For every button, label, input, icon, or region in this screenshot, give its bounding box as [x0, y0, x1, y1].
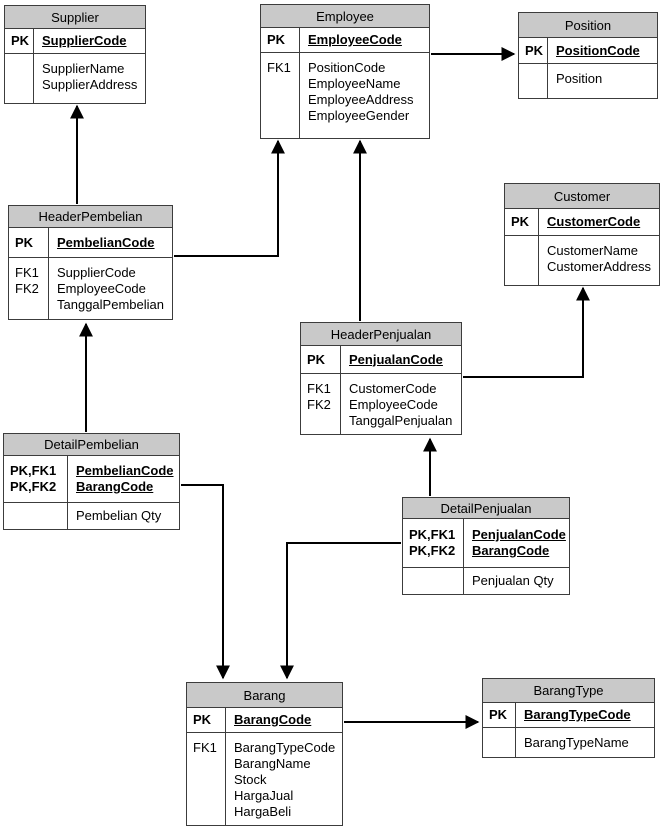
key-section: PK PositionCode — [519, 38, 657, 64]
key-name: PembelianCode — [57, 234, 155, 250]
entity-title: DetailPenjualan — [403, 498, 569, 519]
attribute: BarangName — [234, 756, 311, 771]
key-label: PK — [511, 214, 530, 229]
key-label: PK — [11, 33, 30, 48]
key-section: PK EmployeeCode — [261, 28, 429, 53]
fk-label: FK1 — [15, 265, 39, 280]
key-name: EmployeeCode — [308, 32, 402, 47]
entity-title: Position — [519, 13, 657, 38]
entity-barangtype: BarangType PK BarangTypeCode BarangTypeN… — [482, 678, 655, 758]
entity-customer: Customer PK CustomerCode CustomerName Cu… — [504, 183, 660, 286]
key-label: PK — [489, 707, 508, 722]
rel-detailpembelian-barang — [181, 484, 230, 680]
key-name: BarangTypeCode — [524, 707, 631, 722]
attribute: EmployeeGender — [308, 108, 410, 123]
entity-title: Supplier — [5, 6, 145, 29]
attribute: CustomerAddress — [547, 259, 652, 274]
attribute-section: CustomerName CustomerAddress — [505, 236, 659, 285]
rel-detailpenjualan-barang — [280, 542, 401, 680]
key-section: PK,FK1 PK,FK2 PembelianCode BarangCode — [4, 456, 179, 503]
key-label: PK — [525, 42, 544, 58]
entity-title: Employee — [261, 5, 429, 28]
fk-label: FK2 — [307, 397, 331, 412]
attribute-section: FK1 PositionCode EmployeeName EmployeeAd… — [261, 53, 429, 138]
key-section: PK PenjualanCode — [301, 346, 461, 374]
fk-label: FK1 — [193, 740, 217, 755]
attribute-section: Position — [519, 64, 657, 98]
entity-barang: Barang PK BarangCode FK1 BarangTypeCode … — [186, 682, 343, 826]
attribute: TanggalPenjualan — [349, 413, 453, 428]
entity-title: Customer — [505, 184, 659, 209]
key-label: PK — [307, 351, 326, 367]
entity-title: DetailPembelian — [4, 434, 179, 456]
key-section: PK BarangCode — [187, 708, 342, 733]
attribute: PositionCode — [308, 60, 386, 75]
key-label: PK — [15, 234, 34, 250]
entity-headerpenjualan: HeaderPenjualan PK PenjualanCode FK1 FK2… — [300, 322, 462, 435]
attribute: TanggalPembelian — [57, 297, 164, 312]
attribute: Position — [556, 71, 603, 86]
entity-detailpembelian: DetailPembelian PK,FK1 PK,FK2 PembelianC… — [3, 433, 180, 530]
attribute: EmployeeCode — [349, 397, 438, 412]
attribute-section: Pembelian Qty — [4, 503, 179, 529]
key-section: PK BarangTypeCode — [483, 703, 654, 728]
attribute: SupplierCode — [57, 265, 136, 280]
attribute: BarangTypeCode — [234, 740, 336, 755]
attribute-section: SupplierName SupplierAddress — [5, 54, 145, 103]
key-name: BarangCode — [234, 712, 312, 727]
attribute: EmployeeCode — [57, 281, 146, 296]
key-section: PK,FK1 PK,FK2 PenjualanCode BarangCode — [403, 519, 569, 568]
key-label: PK,FK1 — [409, 527, 456, 542]
key-section: PK SupplierCode — [5, 29, 145, 54]
attribute-section: FK1 BarangTypeCode BarangName Stock Harg… — [187, 733, 342, 825]
entity-title: Barang — [187, 683, 342, 708]
entity-detailpenjualan: DetailPenjualan PK,FK1 PK,FK2 PenjualanC… — [402, 497, 570, 595]
attribute: Penjualan Qty — [472, 573, 554, 588]
attribute-section: BarangTypeName — [483, 728, 654, 757]
key-name: BarangCode — [76, 479, 154, 494]
attribute: CustomerName — [547, 243, 639, 258]
key-name: PenjualanCode — [472, 527, 566, 542]
entity-supplier: Supplier PK SupplierCode SupplierName Su… — [4, 5, 146, 104]
entity-employee: Employee PK EmployeeCode FK1 PositionCod… — [260, 4, 430, 139]
attribute: HargaBeli — [234, 804, 292, 819]
entity-title: BarangType — [483, 679, 654, 703]
fk-label: FK1 — [307, 381, 331, 396]
attribute-section: Penjualan Qty — [403, 568, 569, 594]
fk-label: FK1 — [267, 60, 291, 75]
attribute: Pembelian Qty — [76, 508, 162, 523]
key-name: BarangCode — [472, 543, 550, 558]
attribute: SupplierName — [42, 61, 125, 76]
key-name: SupplierCode — [42, 33, 127, 48]
entity-title: HeaderPembelian — [9, 206, 172, 228]
key-label: PK,FK2 — [409, 543, 456, 558]
key-section: PK CustomerCode — [505, 209, 659, 236]
key-name: PembelianCode — [76, 463, 174, 478]
entity-position: Position PK PositionCode Position — [518, 12, 658, 99]
key-label: PK,FK2 — [10, 479, 57, 494]
entity-title: HeaderPenjualan — [301, 323, 461, 346]
attribute: SupplierAddress — [42, 77, 138, 92]
fk-label: FK2 — [15, 281, 39, 296]
key-label: PK — [193, 712, 212, 727]
attribute: Stock — [234, 772, 267, 787]
attribute: HargaJual — [234, 788, 294, 803]
attribute: CustomerCode — [349, 381, 437, 396]
rel-headerpenjualan-customer — [463, 286, 590, 378]
key-name: PenjualanCode — [349, 351, 443, 367]
key-label: PK,FK1 — [10, 463, 57, 478]
attribute: EmployeeAddress — [308, 92, 414, 107]
key-name: CustomerCode — [547, 214, 641, 229]
key-label: PK — [267, 32, 286, 47]
attribute-section: FK1 FK2 SupplierCode EmployeeCode Tangga… — [9, 258, 172, 319]
attribute-section: FK1 FK2 CustomerCode EmployeeCode Tangga… — [301, 374, 461, 434]
entity-headerpembelian: HeaderPembelian PK PembelianCode FK1 FK2… — [8, 205, 173, 320]
key-section: PK PembelianCode — [9, 228, 172, 258]
attribute: BarangTypeName — [524, 735, 629, 750]
rel-headerpembelian-employee — [174, 139, 285, 257]
key-name: PositionCode — [556, 42, 640, 58]
attribute: EmployeeName — [308, 76, 401, 91]
